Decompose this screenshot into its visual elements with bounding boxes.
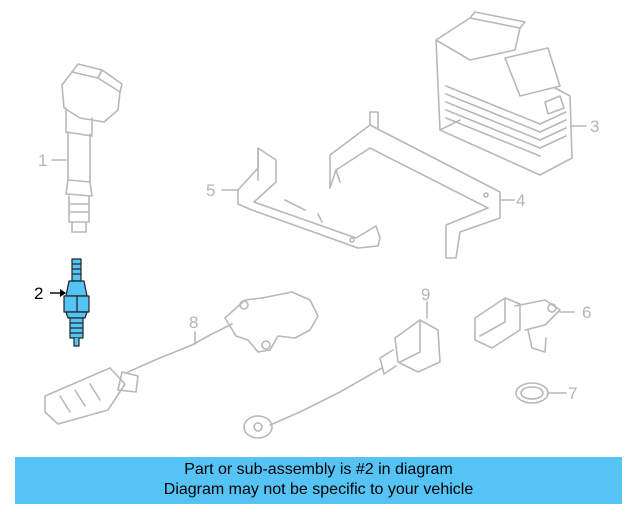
callout-1: 1 [38, 151, 47, 170]
parts-diagram: 1 2 3 4 5 6 7 8 9 [34, 11, 599, 439]
banner-line-1: Part or sub-assembly is #2 in diagram [184, 461, 453, 478]
banner-line-2: Diagram may not be specific to your vehi… [163, 481, 474, 498]
callout-5: 5 [206, 181, 215, 200]
info-banner: Part or sub-assembly is #2 in diagram Di… [15, 457, 622, 504]
crank-sensor-part[interactable] [44, 291, 319, 425]
cam-sensor-part[interactable] [474, 297, 561, 353]
ignition-coil-part[interactable] [61, 63, 123, 233]
knock-sensor-part[interactable] [243, 319, 441, 439]
callout-6: 6 [582, 303, 591, 322]
callout-3: 3 [590, 117, 599, 136]
callout-arrow-2 [50, 289, 66, 297]
callout-7: 7 [568, 384, 577, 403]
engine-control-module-part[interactable] [435, 11, 573, 176]
ecu-bracket-part[interactable] [237, 147, 381, 249]
callout-8: 8 [189, 313, 198, 332]
bracket-part[interactable] [329, 111, 501, 259]
callout-9: 9 [421, 285, 430, 304]
callout-4: 4 [516, 191, 525, 210]
spark-plug-part[interactable] [63, 258, 90, 347]
callout-2: 2 [34, 284, 43, 303]
